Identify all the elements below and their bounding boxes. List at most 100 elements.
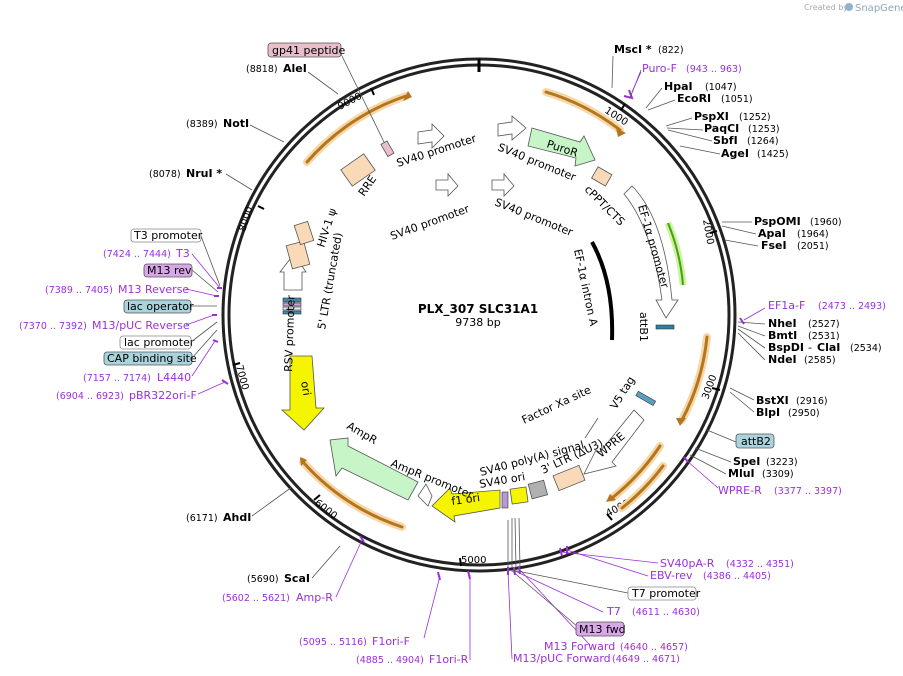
lac-operator-label: lac operator: [127, 300, 194, 313]
attB1-label: attB1: [637, 312, 650, 342]
site-pspOMI: PspOMI: [754, 215, 801, 228]
primer-m13-forward: M13 Forward: [544, 640, 615, 653]
primer-amp-r: Amp-R: [296, 591, 333, 604]
site-hpaI-coord: (1047): [705, 82, 737, 93]
primer-f1ori-f-coord: (5095 .. 5116): [299, 637, 367, 648]
primer-amp-r-coord: (5602 .. 5621): [222, 593, 290, 604]
primer-ebv-rev-coord: (4386 .. 4405): [703, 571, 771, 582]
t7-promoter-box: [627, 586, 697, 601]
site-hpaI: HpaI: [664, 80, 693, 93]
snapgene-logo-icon: [845, 3, 853, 11]
primer-wpre-r-coord: (3377 .. 3397): [774, 486, 842, 497]
primer-l4440: L4440: [157, 371, 191, 384]
site-apaI: ApaI: [758, 227, 786, 240]
site-bspDI-coord: (2534): [850, 343, 882, 354]
primer-t7: T7: [606, 605, 621, 618]
ef1a-intron-arc: [664, 221, 687, 286]
site-ecoRI-coord: (1051): [721, 94, 753, 105]
cppt-label: cPPT/CTS: [582, 183, 627, 228]
ampR-arrow: [329, 437, 419, 501]
attB2-box: [735, 433, 775, 449]
site-mscI: MscI *: [614, 43, 652, 56]
gp41-feature: [380, 140, 395, 158]
t3-promoter-box: [130, 228, 202, 243]
primer-t3-coord: (7424 .. 7444): [103, 249, 171, 260]
site-paqCI-coord: (1253): [748, 124, 780, 135]
site-nheI: NheI: [768, 317, 797, 330]
site-pspXI: PspXI: [694, 110, 729, 123]
site-bstXI: BstXI: [756, 394, 789, 407]
primer-m13-forward-coord: (4640 .. 4657): [620, 642, 688, 653]
site-blpI: BlpI: [756, 406, 780, 419]
site-pspXI-coord: (1252): [739, 112, 771, 123]
primer-pbr322ori-f-coord: (6904 .. 6923): [56, 391, 124, 402]
lac-operator-box: [123, 299, 192, 314]
site-ageI-coord: (1425): [757, 149, 789, 160]
site-bmtI-coord: (2531): [808, 331, 840, 342]
ori-arrow: [280, 355, 325, 431]
f1ori-label: f1 ori: [451, 491, 481, 508]
site-claI: ClaI: [817, 341, 840, 354]
hiv-psi-box: [293, 220, 315, 246]
tick-2000: 2000: [700, 219, 715, 246]
site-fseI-coord: (2051): [797, 241, 829, 252]
site-bspDI: BspDI: [768, 341, 804, 354]
sv40-promoter-4: SV40 promoter: [493, 196, 575, 239]
site-blpI-coord: (2950): [788, 408, 820, 419]
primer-m13-puc-forward: M13/pUC Forward: [513, 652, 611, 665]
wpre-arrow: [583, 409, 645, 475]
primer-ef1a-f-coord: (2473 .. 2493): [818, 301, 886, 312]
site-scaI: ScaI: [284, 572, 310, 585]
sv40-polya-box: [527, 479, 549, 500]
rsv-promoter-label: RSV promoter: [282, 295, 298, 373]
v5-label: V5 tag: [608, 374, 638, 411]
v5-feature: [635, 390, 657, 407]
site-aleI: AleI: [283, 62, 307, 75]
ef1a-promoter-arrow: [623, 185, 679, 319]
gp41-label: gp41 peptide: [272, 44, 346, 57]
m13-fwd-label: M13 fwd: [579, 623, 626, 636]
lac-feature-marks: [282, 297, 302, 315]
t3-promoter-label: T3 promoter: [133, 229, 203, 242]
site-notI: NotI: [223, 117, 249, 130]
cap-site-box: [103, 351, 193, 366]
factor-xa-leader: [584, 417, 599, 439]
site-apaI-coord: (1964): [797, 229, 829, 240]
primer-m13-reverse-coord: (7389 .. 7405): [45, 285, 113, 296]
site-ahdI-coord: (6171): [186, 513, 218, 524]
ampR-label: AmpR: [345, 419, 380, 447]
primer-m13-puc-reverse: M13/pUC Reverse: [92, 319, 190, 332]
site-mscI-coord: (822): [658, 45, 684, 56]
attB1-feature: [655, 324, 675, 330]
site-nruI: NruI *: [186, 167, 222, 180]
primer-m13-reverse: M13 Reverse: [118, 283, 189, 296]
primer-puro-f: Puro-F: [642, 62, 677, 75]
site-pspOMI-coord: (1960): [810, 217, 842, 228]
tick-marks: [232, 87, 721, 567]
sv40-promoter-arrows: [417, 115, 527, 197]
attB2-label: attB2: [741, 435, 771, 448]
site-ecoRI: EcoRI: [677, 92, 711, 105]
orf-arcs: [299, 88, 711, 531]
site-ahdI: AhdI: [223, 511, 251, 524]
primer-f1ori-f: F1ori-F: [372, 635, 410, 648]
gp41-box: [267, 42, 342, 58]
site-sbfI-coord: (1264): [747, 136, 779, 147]
site-nheI-coord: (2527): [808, 319, 840, 330]
lac-promoter-label: lac promoter: [124, 336, 195, 349]
primer-f1ori-r-coord: (4885 .. 4904): [356, 655, 424, 666]
site-bmtI: BmtI: [768, 329, 797, 342]
site-ndeI-coord: (2585): [804, 355, 836, 366]
primer-sv40pa-r-coord: (4332 .. 4351): [726, 559, 794, 570]
primer-sv40pa-r: SV40pA-R: [660, 557, 715, 570]
primer-l4440-coord: (7157 .. 7174): [83, 373, 151, 384]
site-mluI: MluI: [728, 467, 755, 480]
site-leaders-right: [611, 55, 766, 475]
credit-text: Created by: [804, 3, 848, 12]
primer-m13-puc-forward-coord: (4649 .. 4671): [612, 654, 680, 665]
primer-t7-coord: (4611 .. 4630): [632, 607, 700, 618]
lac-promoter-box: [119, 335, 192, 350]
credit-brand: SnapGene: [855, 3, 903, 14]
primer-puro-f-coord: (943 .. 963): [686, 64, 742, 75]
